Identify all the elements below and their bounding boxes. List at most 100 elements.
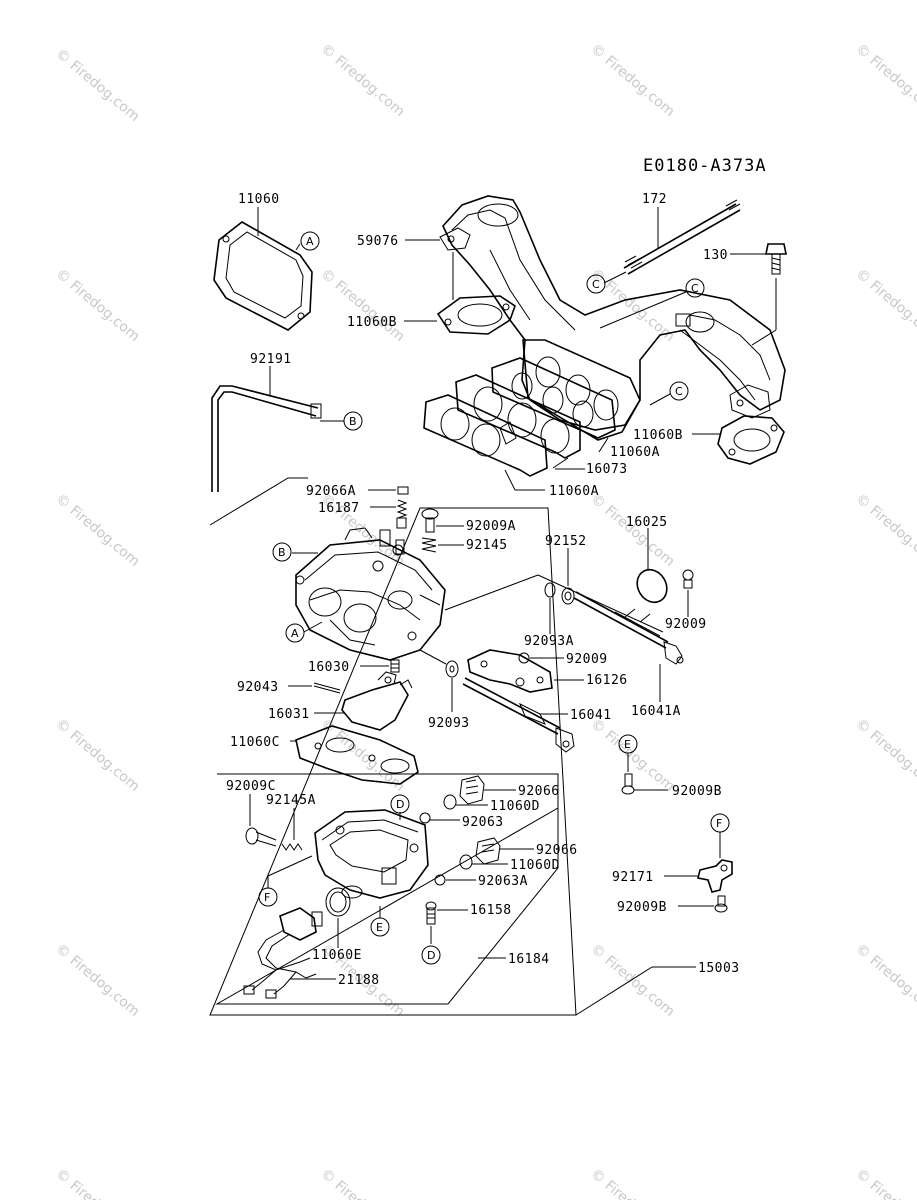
part-11060e-drawing <box>325 887 351 917</box>
watermark-9: © Firedog.com <box>52 491 142 570</box>
label-92009-2: 92009 <box>566 652 608 667</box>
label-59076: 59076 <box>357 234 399 249</box>
label-92063: 92063 <box>462 815 504 830</box>
gasket-11060b-top-drawing <box>436 295 516 335</box>
label-16187: 16187 <box>318 501 360 516</box>
label-11060a-2: 11060A <box>549 484 599 499</box>
part-92009-1-drawing <box>682 569 694 589</box>
label-92043: 92043 <box>237 680 279 695</box>
svg-text:C: C <box>675 385 683 398</box>
part-92063a-drawing <box>434 874 446 886</box>
callout-b-carb: B <box>272 542 292 562</box>
watermark-13: © Firedog.com <box>52 716 142 795</box>
intake-section: 11060 A 59076 <box>211 192 787 499</box>
part-92009b-1-drawing <box>621 773 635 795</box>
svg-text:C: C <box>592 278 600 291</box>
watermark-3: © Firedog.com <box>587 41 677 120</box>
watermark-8: © Firedog.com <box>852 266 917 345</box>
label-92191: 92191 <box>250 352 292 367</box>
watermark-11: © Firedog.com <box>587 491 677 570</box>
gasket-11060a-1-drawing <box>491 357 616 439</box>
part-16030-drawing <box>390 659 400 673</box>
part-92009-2-drawing <box>518 652 530 664</box>
watermark-21: © Firedog.com <box>52 1166 142 1200</box>
part-16041-drawing <box>462 677 575 753</box>
part-16187-drawing <box>396 499 408 529</box>
label-92009-1: 92009 <box>665 617 707 632</box>
label-21188: 21188 <box>338 973 380 988</box>
label-11060d-2: 11060D <box>510 858 560 873</box>
part-92066-1-drawing <box>459 775 485 805</box>
label-92066-1: 92066 <box>518 784 560 799</box>
label-92063a: 92063A <box>478 874 528 889</box>
watermark-23: © Firedog.com <box>587 1166 677 1200</box>
hose-92191-drawing <box>211 385 322 492</box>
part-92043-drawing <box>313 682 341 694</box>
part-92093-drawing <box>445 660 459 678</box>
part-11060d-2-drawing <box>459 854 473 870</box>
gasket-11060b-right-drawing <box>717 415 785 465</box>
callout-c-2: C <box>685 278 705 298</box>
label-92009b-1: 92009B <box>672 784 722 799</box>
watermark-1: © Firedog.com <box>52 46 142 125</box>
carburetor-section: 92066A 16187 92009A 92145 <box>209 477 740 1016</box>
label-130: 130 <box>703 248 728 263</box>
svg-text:E: E <box>376 921 383 934</box>
bolt-130-drawing <box>765 243 787 275</box>
label-11060b-top: 11060B <box>347 315 397 330</box>
callout-f-right: F <box>710 813 730 833</box>
label-92009c: 92009C <box>226 779 276 794</box>
watermark-20: © Firedog.com <box>852 941 917 1020</box>
part-92009c-drawing <box>245 827 277 847</box>
watermark-12: © Firedog.com <box>852 491 917 570</box>
svg-text:B: B <box>278 546 286 559</box>
callout-c-3: C <box>669 381 689 401</box>
svg-text:D: D <box>427 949 435 962</box>
label-15003: 15003 <box>698 961 740 976</box>
svg-text:E: E <box>624 738 631 751</box>
svg-text:D: D <box>396 798 404 811</box>
part-16158-drawing <box>425 901 437 925</box>
watermark-22: © Firedog.com <box>317 1166 407 1200</box>
label-11060c: 11060C <box>230 735 280 750</box>
watermark-16: © Firedog.com <box>852 716 917 795</box>
label-16158: 16158 <box>470 903 512 918</box>
label-16126: 16126 <box>586 673 628 688</box>
callout-e-bowl: E <box>370 917 390 937</box>
callout-d-bowl: D <box>390 794 410 814</box>
label-172: 172 <box>642 192 667 207</box>
part-16031-drawing <box>341 671 413 731</box>
part-92093a-drawing <box>544 582 556 598</box>
label-92066-2: 92066 <box>536 843 578 858</box>
part-92009b-2-drawing <box>714 895 728 913</box>
group-outline-16184 <box>215 773 559 1005</box>
watermark-2: © Firedog.com <box>317 41 407 120</box>
label-16073: 16073 <box>586 462 628 477</box>
callout-a-top: A <box>300 231 320 251</box>
callout-f-bowl: F <box>258 887 278 907</box>
intake-manifold-drawing <box>439 195 786 441</box>
part-92145a-drawing <box>281 843 303 851</box>
label-11060d-1: 11060D <box>490 799 540 814</box>
part-92152-drawing <box>561 587 575 605</box>
watermark-layer: © Firedog.com © Firedog.com © Firedog.co… <box>52 41 917 1200</box>
gasket-11060c-drawing <box>295 725 419 785</box>
part-92066-2-drawing <box>475 837 501 865</box>
callout-a-carb: A <box>285 623 305 643</box>
svg-text:A: A <box>306 235 314 248</box>
label-11060b-right: 11060B <box>633 428 683 443</box>
watermark-24: © Firedog.com <box>852 1166 917 1200</box>
part-21188-drawing <box>243 907 323 999</box>
bracket-section: E 92009B F 92171 92009B <box>612 734 733 915</box>
gasket-11060a-2-drawing <box>423 394 548 477</box>
label-92009b-2: 92009B <box>617 900 667 915</box>
label-16030: 16030 <box>308 660 350 675</box>
part-92063-drawing <box>419 812 431 824</box>
label-11060: 11060 <box>238 192 280 207</box>
svg-text:B: B <box>349 415 357 428</box>
label-92145: 92145 <box>466 538 508 553</box>
part-92145-drawing <box>421 537 437 553</box>
label-11060a-1: 11060A <box>610 445 660 460</box>
float-bowl-drawing <box>314 809 429 899</box>
